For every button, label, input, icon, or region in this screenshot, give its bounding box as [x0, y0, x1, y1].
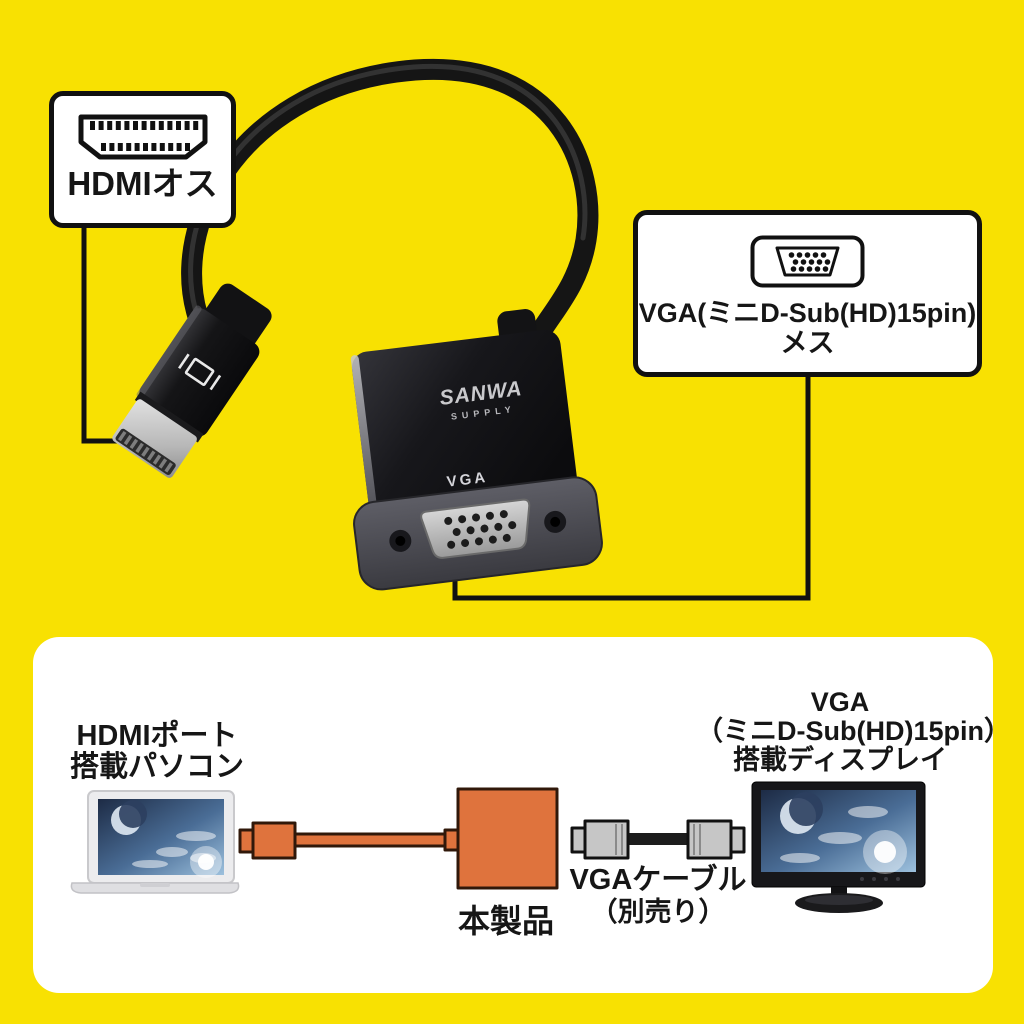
cable-label: VGAケーブル （別売り）	[562, 864, 754, 928]
vga-female-port	[420, 498, 531, 559]
callout-hdmi-label: HDMIオス	[67, 165, 218, 202]
display-icon	[178, 353, 222, 391]
cable-photo	[181, 58, 599, 367]
brand-logo-sub: SUPPLY	[450, 404, 516, 422]
display-label-line1: VGA	[810, 687, 870, 717]
callout-vga-label-line1: VGA(ミニD-Sub(HD)15pin)	[638, 298, 977, 328]
display-label-line3: 搭載ディスプレイ	[732, 745, 948, 775]
display-label-line2: （ミニD-Sub(HD)15pin）	[696, 716, 1011, 746]
adapter-port-label: VGA	[446, 469, 489, 491]
pc-label: HDMIポート 搭載パソコン	[38, 721, 276, 783]
vga-connector-icon	[750, 235, 865, 288]
callout-vga-label-line2: メス	[780, 328, 835, 358]
cable-label-line1: VGAケーブル	[569, 864, 747, 896]
display-label: VGA （ミニD-Sub(HD)15pin） 搭載ディスプレイ	[696, 687, 1011, 775]
brand-logo: SANWA	[438, 377, 523, 410]
callout-vga-female: VGA(ミニD-Sub(HD)15pin) メス	[633, 210, 982, 377]
leader-line-hdmi	[81, 224, 121, 444]
leader-line-vga	[452, 373, 811, 601]
adapter-photo: SANWA SUPPLY VGA	[350, 309, 603, 591]
product-label: 本製品	[457, 903, 554, 939]
pc-label-line2: 搭載パソコン	[69, 751, 244, 783]
pc-label-line1: HDMIポート	[76, 720, 238, 752]
callout-hdmi-male: HDMIオス	[49, 91, 236, 228]
screw-hole-left	[389, 529, 412, 552]
cable-label-line2: （別売り）	[590, 897, 726, 927]
hdmi-plug-photo	[112, 283, 272, 478]
hdmi-connector-icon	[78, 114, 207, 160]
screw-hole-right	[544, 510, 567, 533]
